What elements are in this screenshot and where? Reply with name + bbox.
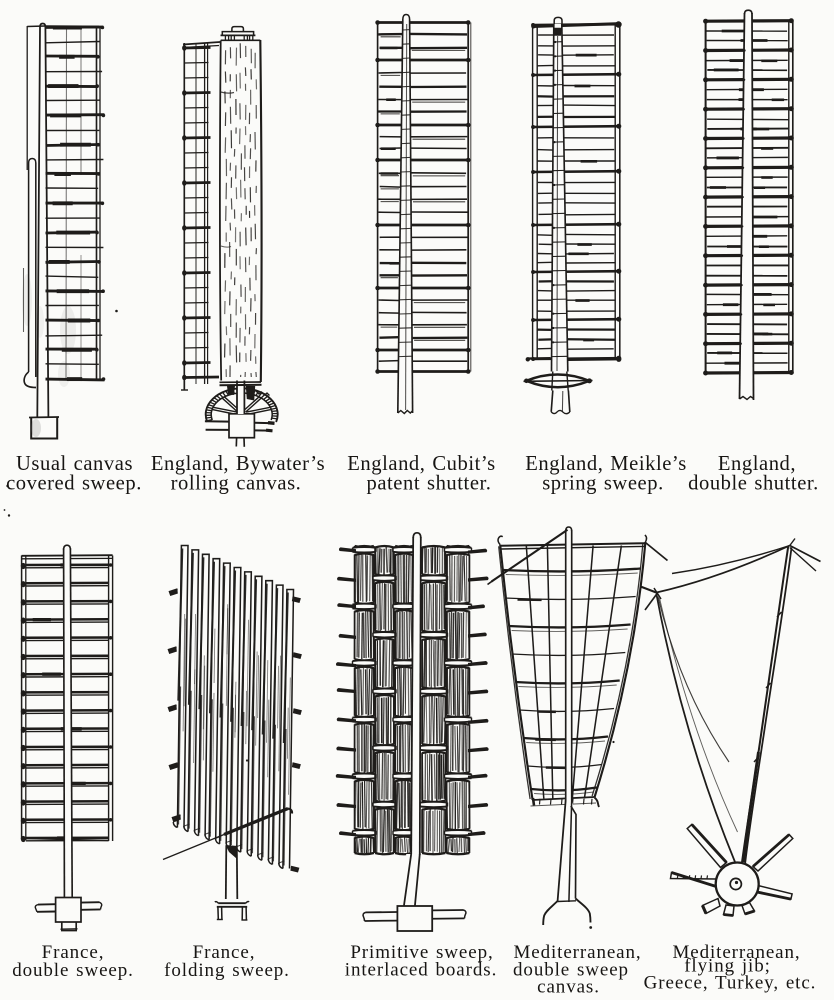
svg-text:spring sweep.: spring sweep. (542, 473, 664, 495)
svg-text:folding sweep.: folding sweep. (164, 960, 290, 981)
svg-text:Usual canvas: Usual canvas (16, 453, 133, 475)
svg-text:England, Cubit’s: England, Cubit’s (347, 453, 495, 475)
svg-text:interlaced boards.: interlaced boards. (345, 960, 497, 981)
svg-text:canvas.: canvas. (537, 977, 600, 998)
svg-text:England, Bywater’s: England, Bywater’s (151, 453, 325, 475)
svg-text:covered sweep.: covered sweep. (6, 473, 142, 495)
svg-text:double sweep.: double sweep. (12, 960, 134, 981)
svg-text:Mediterranean,: Mediterranean, (672, 942, 800, 963)
svg-text:England, Meikle’s: England, Meikle’s (525, 453, 687, 475)
svg-text:France,: France, (42, 942, 105, 963)
svg-text:double shutter.: double shutter. (688, 473, 819, 495)
svg-text:Primitive sweep,: Primitive sweep, (350, 942, 493, 963)
svg-text:patent shutter.: patent shutter. (367, 473, 492, 495)
svg-text:Mediterranean,: Mediterranean, (513, 942, 641, 963)
svg-text:flying jib;: flying jib; (684, 956, 771, 977)
svg-text:rolling canvas.: rolling canvas. (171, 473, 302, 495)
svg-text:Greece, Turkey, etc.: Greece, Turkey, etc. (644, 973, 817, 994)
svg-text:France,: France, (193, 942, 256, 963)
svg-text:England,: England, (718, 453, 796, 475)
svg-text:double sweep: double sweep (513, 960, 629, 981)
